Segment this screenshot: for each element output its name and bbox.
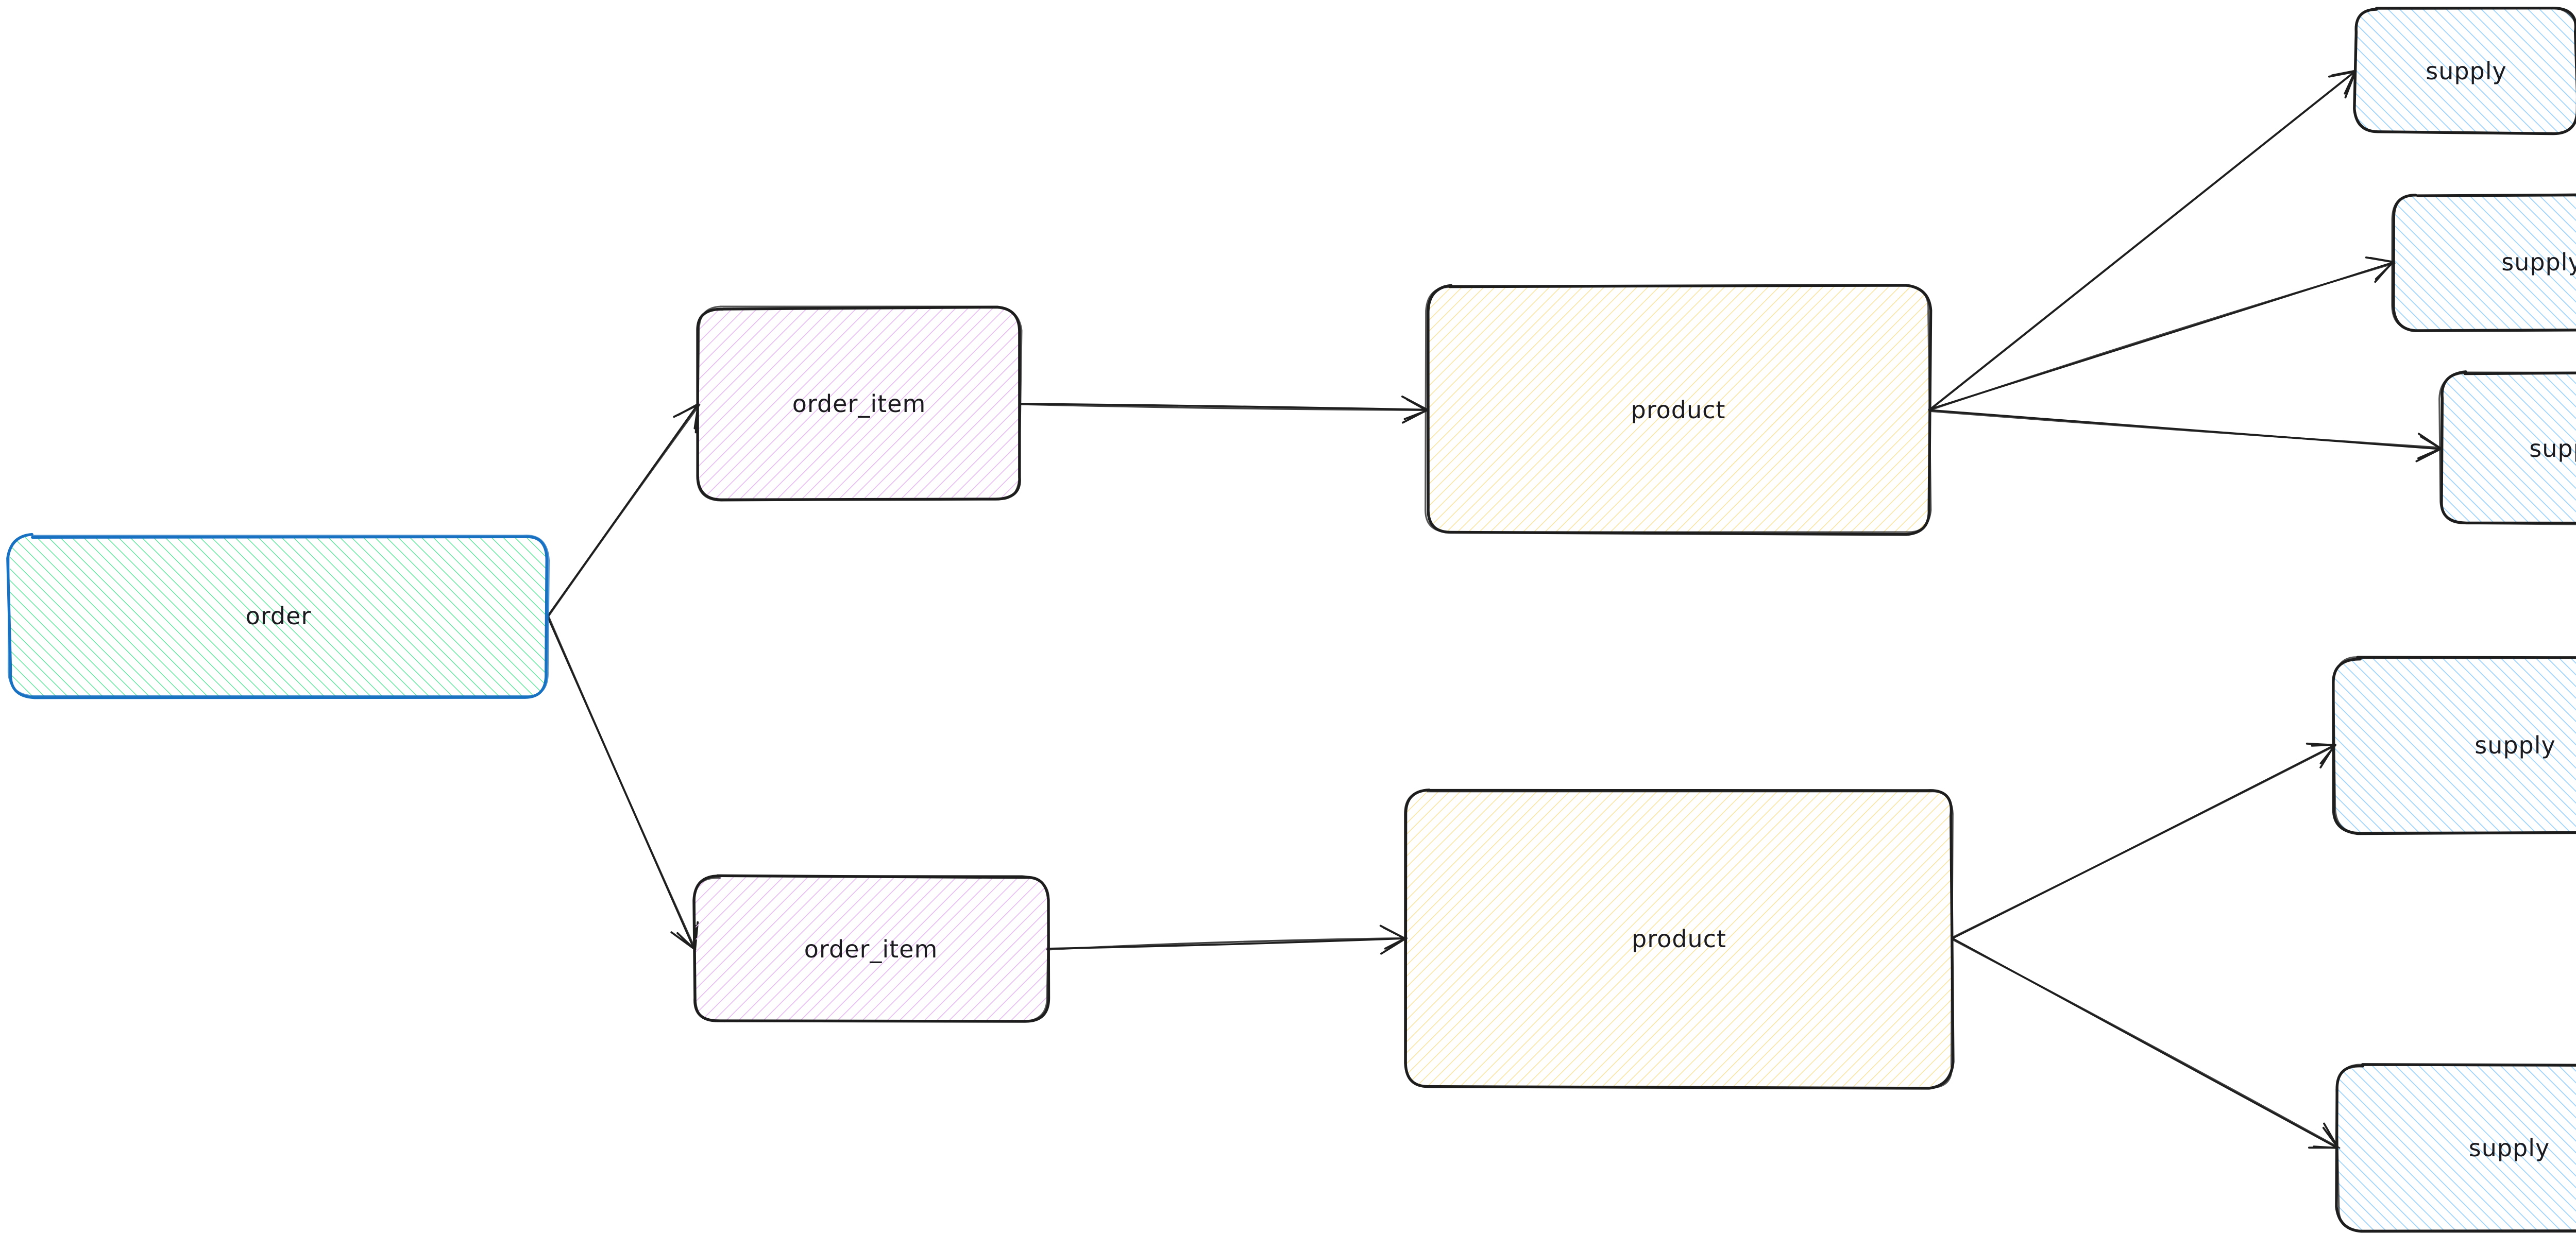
edge-shaft [1019,403,1427,411]
edge-arrowhead [2365,256,2395,263]
node-fill [9,536,548,697]
edge-shaft [1952,938,2341,1149]
edge-e9[interactable] [1952,937,2341,1150]
edge-e3[interactable] [1019,395,1429,424]
edge-shaft [1929,410,2442,449]
edge-arrowhead [1401,395,1429,411]
edge-e1[interactable] [546,403,701,618]
edge-arrowhead [673,403,700,418]
node-product_2[interactable] [1404,789,1955,1090]
edge-shaft [548,404,701,616]
edge-e2[interactable] [547,615,699,951]
edge-arrowhead [1401,408,1429,424]
edge-arrowhead [2374,261,2394,283]
edge-arrowhead [2417,433,2443,450]
edge-e8[interactable] [1951,742,2336,939]
node-fill [1405,790,1953,1087]
node-fill [2393,195,2576,330]
node-outline [7,534,550,697]
node-fill [2337,1065,2576,1231]
edge-arrowhead [2344,71,2357,99]
edge-arrowhead [1380,937,1406,955]
node-supply_2[interactable] [2391,193,2576,332]
node-outline [2392,193,2576,332]
node-outline [2353,7,2576,134]
edge-shaft [1046,937,1408,951]
edge-e7[interactable] [1928,409,2443,463]
node-fill [698,307,1021,500]
edge-e6[interactable] [1928,256,2396,411]
edge-arrowhead [2306,742,2336,746]
node-fill [2441,373,2576,524]
node-outline [696,305,1023,502]
edge-e5[interactable] [1928,69,2357,412]
edge-shaft [547,615,697,951]
node-outline [1425,285,1932,533]
node-outline [2391,193,2576,331]
node-outline [1427,284,1933,536]
node-outline [693,875,1050,1022]
node-supply_4[interactable] [2332,656,2576,835]
node-outline [2335,1064,2576,1231]
nodes-group [6,6,2576,1233]
node-supply_3[interactable] [2438,370,2576,525]
edge-arrowhead [670,931,696,950]
node-order_item_1[interactable] [696,305,1023,502]
node-fill [694,876,1048,1023]
edges-group [546,69,2443,1150]
edge-arrowhead [2328,71,2357,78]
node-outline [1404,790,1954,1089]
edge-shaft [1019,403,1429,411]
node-fill [1427,286,1930,534]
edge-e4[interactable] [1046,924,1408,955]
node-order[interactable] [6,533,550,699]
edge-shaft [1929,70,2357,410]
node-product_1[interactable] [1425,284,1933,536]
edge-arrowhead [1379,924,1406,940]
node-order_item_2[interactable] [692,874,1050,1023]
node-outline [2440,370,2576,525]
node-fill [2335,658,2576,833]
node-supply_5[interactable] [2335,1063,2576,1233]
edge-arrowhead [2415,448,2442,463]
node-outline [2332,656,2576,834]
node-supply_1[interactable] [2353,6,2576,135]
edge-shaft [1951,745,2335,939]
node-fill [2355,9,2576,133]
node-outline [2438,371,2576,525]
edge-shaft [1929,262,2396,411]
